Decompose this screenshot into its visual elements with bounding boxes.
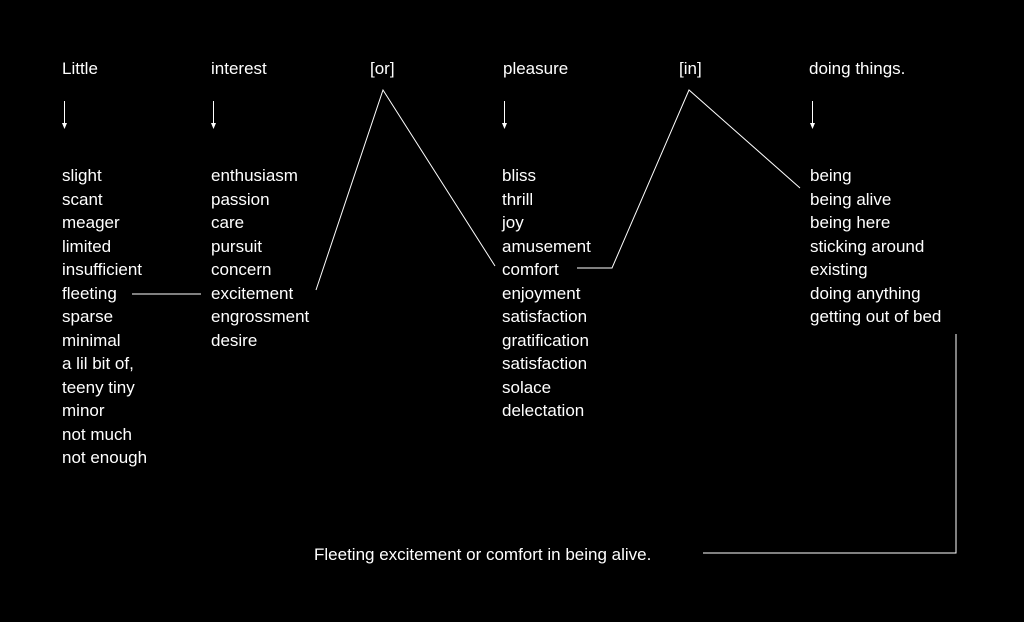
synonym-item: existing xyxy=(810,260,868,279)
synonym-item: care xyxy=(211,213,245,232)
synonym-item: not enough xyxy=(62,448,148,467)
connector-or-peak xyxy=(315,88,496,291)
synonym-item: being alive xyxy=(810,189,892,209)
synonym-item: meager xyxy=(62,213,120,232)
synonym-item: minor xyxy=(62,401,105,420)
synonym-item: enthusiasm xyxy=(211,166,298,185)
synonym-item: satisfaction xyxy=(502,354,588,373)
arrowhead-icon xyxy=(502,123,507,129)
synonym-column-pleasure: bliss thrill joy amusement comfort enjoy… xyxy=(502,164,591,423)
synonym-item: solace xyxy=(502,377,552,397)
synonym-item: sparse xyxy=(62,307,114,326)
synonym-item: limited xyxy=(62,236,112,256)
synonym-column-doing-things: being being alive being here sticking ar… xyxy=(810,164,941,329)
synonym-column-interest: enthusiasm passion care pursuit concern … xyxy=(211,164,309,352)
synonym-item: excitement xyxy=(211,283,294,303)
synonym-item: concern xyxy=(211,260,272,279)
phrase-word-interest: interest xyxy=(211,59,267,78)
synonym-item: gratification xyxy=(502,330,589,350)
synonym-item: teeny tiny xyxy=(62,377,135,397)
synonym-item: not much xyxy=(62,424,132,444)
synonym-item: slight xyxy=(62,166,102,185)
synonym-item: fleeting xyxy=(62,283,117,303)
synonym-item: satisfaction xyxy=(502,307,588,326)
synonym-item: enjoyment xyxy=(502,283,581,303)
synonym-item: being xyxy=(810,166,852,185)
synonym-item: being here xyxy=(810,213,891,232)
phrase-word-little: Little xyxy=(62,59,98,78)
synonym-item: a lil bit of, xyxy=(62,354,134,373)
connector-to-sentence xyxy=(703,334,957,554)
result-sentence: Fleeting excitement or comfort in being … xyxy=(314,545,652,564)
phrase-word-doing-things: doing things. xyxy=(809,59,906,78)
synonym-item: insufficient xyxy=(62,260,143,279)
synonym-item: engrossment xyxy=(211,307,310,326)
synonym-item: amusement xyxy=(502,236,591,256)
phrase-word-in: [in] xyxy=(679,59,702,78)
synonym-item: joy xyxy=(502,213,524,232)
synonym-item: bliss xyxy=(502,166,537,185)
synonym-item: desire xyxy=(211,330,258,350)
synonym-item: delectation xyxy=(502,401,585,420)
connector-in-peak xyxy=(577,89,801,269)
phrase-word-pleasure: pleasure xyxy=(503,59,569,78)
synonym-item: minimal xyxy=(62,330,121,350)
phrase-word-or: [or] xyxy=(370,59,395,78)
synonym-item: comfort xyxy=(502,260,559,279)
synonym-item: scant xyxy=(62,189,103,209)
synonym-item: pursuit xyxy=(211,236,263,256)
synonym-column-little: slight scant meager limited insufficient… xyxy=(62,164,147,470)
arrowhead-icon xyxy=(211,123,216,129)
synonym-item: getting out of bed xyxy=(810,307,942,326)
arrowhead-icon xyxy=(810,123,815,129)
arrowhead-icon xyxy=(62,123,67,129)
synonym-item: doing anything xyxy=(810,283,921,303)
synonym-item: thrill xyxy=(502,189,534,209)
synonym-item: sticking around xyxy=(810,236,925,256)
synonym-item: passion xyxy=(211,189,270,209)
